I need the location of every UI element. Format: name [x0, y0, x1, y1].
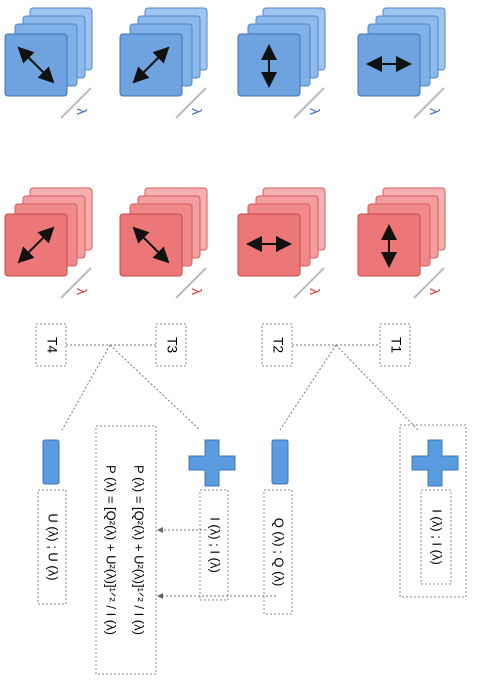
polarization-formula-blue: P (λ) = [Q²(λ) + U²(λ)]¹ᐟ² / I (λ): [104, 465, 119, 635]
time-label-t2: T2: [261, 323, 293, 367]
svg-text:T3: T3: [164, 337, 180, 354]
q-product-box: Q (λ) ; Q (λ): [263, 489, 293, 615]
antidiagonal-arrow-icon: [17, 226, 55, 264]
lambda-symbol: λ: [74, 108, 90, 115]
i-product-box-right: I (λ) ; I (λ): [420, 489, 452, 585]
svg-text:Q (λ) ; Q (λ): Q (λ) ; Q (λ): [272, 518, 287, 587]
blue-stack-2: λ: [119, 7, 208, 119]
blue-stack-3: λ: [237, 7, 326, 119]
lambda-symbol: λ: [427, 288, 443, 295]
time-label-t3: T3: [155, 323, 187, 367]
svg-text:I (λ) ; I (λ): I (λ) ; I (λ): [430, 509, 445, 565]
lambda-symbol: λ: [307, 108, 323, 115]
diagonal-arrow-icon: [17, 46, 55, 84]
u-bar-shape: [42, 439, 60, 485]
q-bar-shape: [271, 439, 289, 485]
connector-lines: [61, 344, 419, 599]
red-stack-2: λ: [119, 187, 208, 299]
blue-stack-4: λ: [357, 7, 446, 119]
lambda-symbol: λ: [189, 108, 205, 115]
red-stack-1: λ: [4, 187, 93, 299]
blue-stack-1: λ: [4, 7, 93, 119]
t1-group-box: [399, 424, 467, 598]
time-label-t4: T4: [35, 323, 67, 367]
plus-icon: [411, 439, 459, 487]
lambda-symbol: λ: [74, 288, 90, 295]
svg-text:T4: T4: [44, 337, 60, 354]
polarization-formula-red: P (λ) = [Q²(λ) + U²(λ)]¹ᐟ² / I (λ): [132, 465, 147, 635]
svg-text:I (λ) ; I (λ): I (λ) ; I (λ): [208, 517, 223, 573]
u-product-box: U (λ) ; U (λ): [37, 489, 67, 605]
antidiagonal-arrow-icon: [132, 46, 170, 84]
red-stack-4: λ: [357, 187, 446, 299]
i-product-box-left: I (λ) ; I (λ): [199, 489, 229, 601]
polarization-formula-box: P (λ) = [Q²(λ) + U²(λ)]¹ᐟ² / I (λ) P (λ)…: [95, 425, 157, 675]
lambda-symbol: λ: [307, 288, 323, 295]
svg-text:T2: T2: [270, 337, 286, 354]
plus-icon: [188, 439, 236, 487]
red-stack-3: λ: [237, 187, 326, 299]
time-label-t1: T1: [379, 323, 411, 367]
svg-text:T1: T1: [388, 337, 404, 354]
svg-text:U (λ) ; U (λ): U (λ) ; U (λ): [46, 513, 61, 580]
lambda-symbol: λ: [427, 108, 443, 115]
diagonal-arrow-icon: [132, 226, 170, 264]
lambda-symbol: λ: [189, 288, 205, 295]
